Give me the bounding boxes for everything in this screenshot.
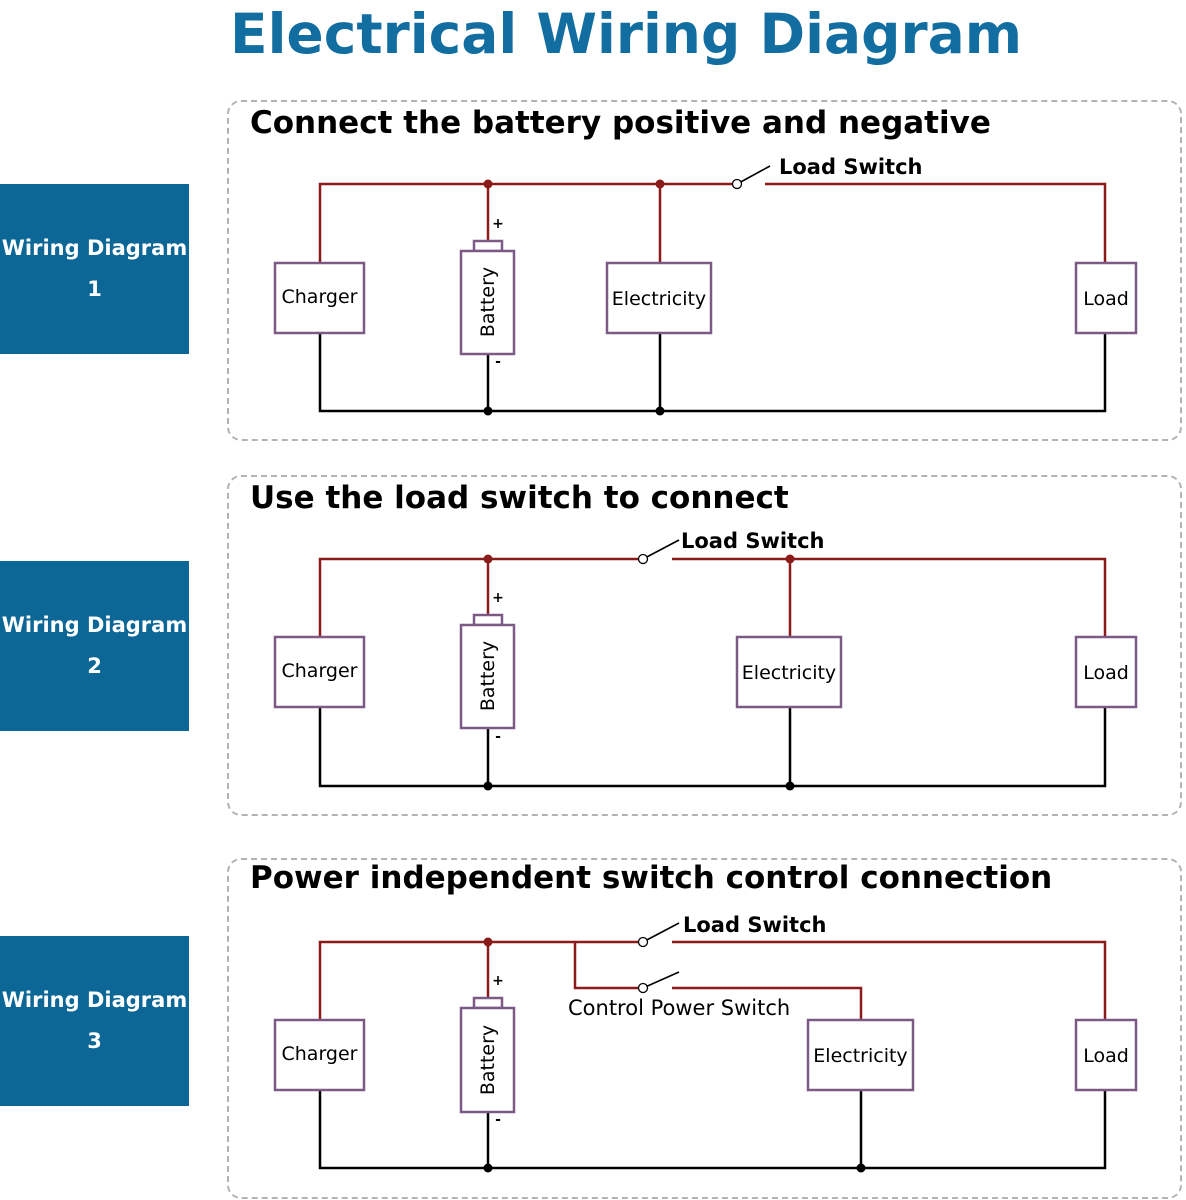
wiring-diagram-1: Load Switch Charger Battery + - Electric… bbox=[273, 155, 1138, 416]
switch-lever bbox=[736, 165, 771, 185]
load-switch-label: Load Switch bbox=[779, 155, 922, 179]
negative-wire bbox=[318, 1090, 1107, 1170]
load-box bbox=[1074, 1018, 1138, 1092]
electricity-box bbox=[605, 261, 713, 335]
charger-box bbox=[273, 635, 366, 709]
switch-contact bbox=[731, 178, 743, 190]
tab-number: 3 bbox=[87, 1029, 102, 1053]
diagram-1-heading: Connect the battery positive and negativ… bbox=[250, 105, 991, 141]
battery-minus-sign: - bbox=[495, 354, 501, 370]
battery-terminal bbox=[472, 996, 504, 1010]
diagram-2-heading: Use the load switch to connect bbox=[250, 480, 789, 516]
load-box bbox=[1074, 261, 1138, 335]
charger-box bbox=[273, 261, 366, 335]
positive-wire bbox=[672, 940, 1107, 1020]
tab-wiring-diagram-3[interactable]: Wiring Diagram 3 bbox=[0, 936, 189, 1106]
electricity-positive-wire bbox=[672, 986, 863, 1020]
diagram-3-heading: Power independent switch control connect… bbox=[250, 860, 1053, 896]
battery-label: Battery bbox=[477, 1025, 499, 1095]
tab-label: Wiring Diagram bbox=[1, 236, 188, 260]
tab-number: 1 bbox=[87, 277, 102, 301]
tab-number: 2 bbox=[87, 654, 102, 678]
control-power-switch-label: Control Power Switch bbox=[568, 996, 790, 1020]
negative-wire bbox=[318, 333, 1107, 413]
junction-dot bbox=[483, 554, 493, 564]
junction-dot bbox=[856, 1163, 866, 1173]
load-label: Load bbox=[1083, 1045, 1129, 1067]
charger-label: Charger bbox=[282, 286, 358, 308]
load-switch-label: Load Switch bbox=[683, 913, 826, 937]
battery-symbol: Battery + - bbox=[459, 590, 516, 745]
load-label: Load bbox=[1083, 288, 1129, 310]
load-switch: Load Switch bbox=[731, 155, 922, 190]
switch-lever bbox=[642, 922, 680, 943]
junction-dot bbox=[785, 781, 795, 791]
junction-dot bbox=[655, 179, 665, 189]
electricity-label: Electricity bbox=[813, 1045, 907, 1067]
junction-dot bbox=[655, 406, 665, 416]
battery-label: Battery bbox=[477, 641, 499, 711]
diagram-panel-3 bbox=[227, 858, 1182, 1199]
diagram-panel-1 bbox=[227, 100, 1182, 441]
positive-wire bbox=[672, 557, 1107, 637]
battery-minus-sign: - bbox=[495, 1112, 501, 1128]
junction-dot bbox=[483, 179, 493, 189]
battery-plus-sign: + bbox=[492, 973, 504, 989]
electricity-box bbox=[806, 1018, 915, 1092]
positive-wire bbox=[765, 182, 1107, 263]
charger-box bbox=[273, 1018, 366, 1092]
switch-contact bbox=[637, 553, 649, 565]
battery-plus-sign: + bbox=[492, 590, 504, 606]
wiring-diagram-2: Load Switch Charger Battery + - Electric… bbox=[273, 529, 1138, 791]
battery-terminal bbox=[472, 239, 504, 253]
battery-plus-sign: + bbox=[492, 216, 504, 232]
switch-contact bbox=[637, 982, 649, 994]
electricity-label: Electricity bbox=[742, 662, 836, 684]
load-switch-label: Load Switch bbox=[681, 529, 824, 553]
control-branch-wire bbox=[573, 942, 643, 990]
tab-label: Wiring Diagram bbox=[1, 613, 188, 637]
charger-label: Charger bbox=[282, 660, 358, 682]
switch-lever bbox=[642, 539, 680, 560]
wiring-diagram-3: Load Switch Control Power Switch Charger… bbox=[273, 913, 1138, 1173]
battery-terminal bbox=[472, 613, 504, 627]
battery-box bbox=[459, 623, 516, 730]
positive-wire bbox=[318, 182, 737, 263]
positive-wire bbox=[318, 940, 643, 1020]
junction-dot bbox=[483, 937, 493, 947]
junction-dot bbox=[785, 554, 795, 564]
junction-dot bbox=[483, 781, 493, 791]
battery-label: Battery bbox=[477, 267, 499, 337]
tab-wiring-diagram-1[interactable]: Wiring Diagram 1 bbox=[0, 184, 189, 354]
load-label: Load bbox=[1083, 662, 1129, 684]
negative-wire bbox=[318, 707, 1107, 788]
battery-symbol: Battery + - bbox=[459, 973, 516, 1128]
load-switch: Load Switch bbox=[637, 529, 824, 565]
positive-wire bbox=[318, 557, 643, 637]
junction-dot bbox=[483, 1163, 493, 1173]
battery-symbol: Battery + - bbox=[459, 216, 516, 370]
electricity-label: Electricity bbox=[612, 288, 706, 310]
charger-label: Charger bbox=[282, 1043, 358, 1065]
diagram-panel-2 bbox=[227, 475, 1182, 816]
tab-wiring-diagram-2[interactable]: Wiring Diagram 2 bbox=[0, 561, 189, 731]
control-power-switch: Control Power Switch bbox=[568, 971, 790, 1020]
page-title: Electrical Wiring Diagram bbox=[230, 2, 1023, 66]
battery-box bbox=[459, 249, 516, 356]
battery-box bbox=[459, 1006, 516, 1114]
battery-minus-sign: - bbox=[495, 729, 501, 745]
load-box bbox=[1074, 635, 1138, 709]
switch-lever bbox=[642, 971, 680, 989]
load-switch: Load Switch bbox=[637, 913, 826, 948]
junction-dot bbox=[483, 406, 493, 416]
tab-label: Wiring Diagram bbox=[1, 988, 188, 1012]
switch-contact bbox=[637, 936, 649, 948]
electricity-box bbox=[735, 635, 843, 709]
